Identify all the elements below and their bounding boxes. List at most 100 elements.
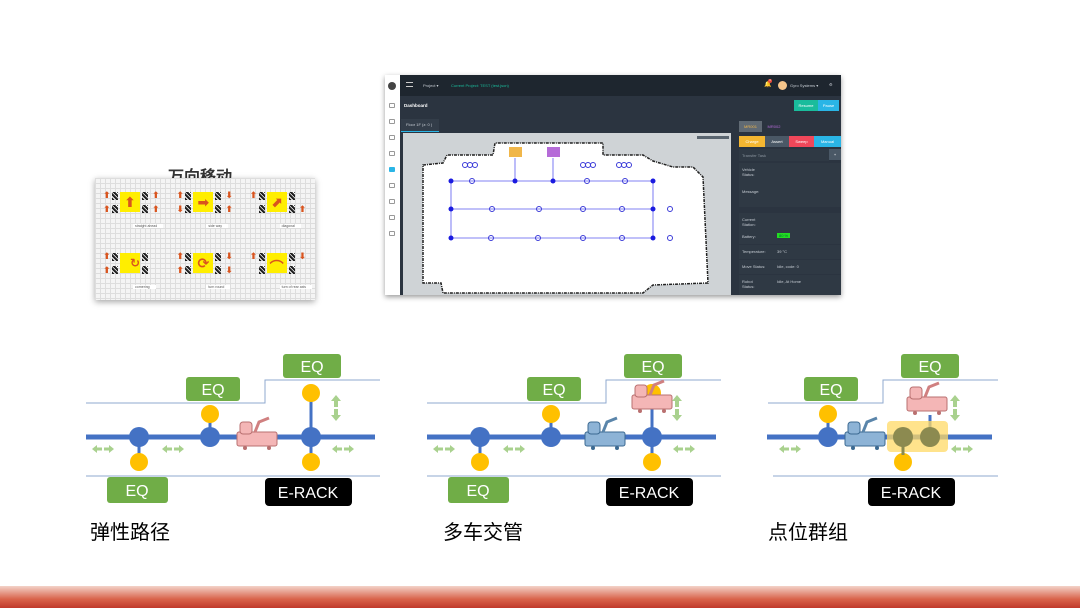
add-task-button[interactable]: +: [829, 149, 841, 160]
assert-button[interactable]: Assert: [765, 136, 789, 147]
path-node: [129, 427, 149, 447]
map-svg: [422, 136, 729, 294]
resume-button[interactable]: Resume: [794, 100, 818, 111]
eq-label: EQ: [542, 382, 565, 399]
bidirectional-arrow-icon: [779, 445, 801, 453]
arrow-right-icon: ➡: [193, 192, 214, 212]
caption-multi-vehicle-traffic: 多车交管: [443, 520, 523, 544]
mode-label: straight ahead: [133, 224, 164, 228]
notification-badge: 4: [768, 79, 772, 83]
mode-sideway: ➡⬆⬇⬇⬆side way: [176, 190, 233, 228]
caption-point-grouping: 点位群组: [768, 520, 848, 544]
field-vehicle-status: Vehicle Status:: [739, 163, 841, 185]
grouped-node: [920, 427, 940, 447]
gear-icon[interactable]: ⚙: [829, 82, 833, 87]
tab-floor[interactable]: Floor 1F (z: 0 ): [401, 119, 439, 132]
eq-label: EQ: [918, 359, 941, 376]
sweep-button[interactable]: Sweep: [789, 136, 814, 147]
grouped-node: [893, 427, 913, 447]
vehicle-mr001[interactable]: [509, 147, 522, 157]
mode-label: side way: [206, 224, 228, 228]
bidirectional-arrow-icon: [673, 445, 695, 453]
charge-button[interactable]: Charge: [739, 136, 765, 147]
sidebar-icon[interactable]: [389, 119, 395, 124]
field-temperature: Temperature:39 °C: [739, 245, 841, 259]
vehicle-icon[interactable]: [389, 167, 395, 172]
eq-label: EQ: [201, 382, 224, 399]
mode-label: turn of rear axis: [279, 285, 312, 289]
sidebar-icon[interactable]: [389, 103, 395, 108]
arc-icon: ⌒: [266, 253, 287, 275]
robot-icon: [843, 416, 887, 452]
eq-label: EQ: [300, 359, 323, 376]
erack-label: E-RACK: [278, 485, 339, 502]
sidebar: [385, 75, 400, 295]
path-node: [541, 427, 561, 447]
pause-button[interactable]: Pause: [818, 100, 839, 111]
gear-icon[interactable]: [389, 215, 395, 220]
tab-mr002[interactable]: MR002: [767, 124, 781, 129]
field-battery: Battery:80 %: [739, 230, 841, 244]
top-bar: Project ▾ Current Project: TEST (test.js…: [400, 75, 841, 96]
mode-diagonal: ⬈⬆⬆diagonal: [249, 190, 307, 228]
mode-label: turn round: [206, 285, 231, 289]
bidirectional-arrow-icon: [162, 445, 184, 453]
avatar[interactable]: [778, 81, 787, 90]
field-current-station: Current Station:: [739, 213, 841, 235]
map-view[interactable]: [403, 133, 731, 295]
sidebar-icon[interactable]: [389, 183, 395, 188]
logo-icon: [388, 82, 396, 90]
bidirectional-arrow-icon: [433, 445, 455, 453]
field-move-status: Move Status:Idle, code: 0: [739, 260, 841, 274]
vehicle-mr002[interactable]: [547, 147, 560, 157]
tab-mr001[interactable]: MR001: [739, 121, 762, 132]
caption-elastic-path: 弹性路径: [90, 520, 170, 544]
arrow-diagonal-icon: ⬈: [266, 192, 287, 212]
mode-label: diagonal: [279, 224, 301, 228]
bidirectional-arrow-icon: [951, 445, 973, 453]
eq-label: EQ: [641, 359, 664, 376]
eq-label: EQ: [819, 382, 842, 399]
battery-badge: 80 %: [777, 233, 791, 238]
path-node: [301, 427, 321, 447]
bidirectional-arrow-icon: [503, 445, 525, 453]
mode-rear-axis: ⌒⬆⬇turn of rear axis: [242, 239, 315, 300]
diagram-multi-vehicle-traffic: EQ EQ EQ E-RACK 多车交管: [427, 354, 721, 544]
eq-label: EQ: [466, 483, 489, 500]
sidebar-icon[interactable]: [389, 135, 395, 140]
diagram-elastic-path: EQ EQ EQ E-RACK 弹性路径: [86, 354, 380, 544]
vertical-arrow-icon: [950, 395, 960, 421]
menu-icon[interactable]: [406, 82, 413, 87]
bell-icon[interactable]: 🔔: [764, 82, 772, 88]
project-menu[interactable]: Project ▾: [423, 83, 439, 88]
dashboard-screenshot: Project ▾ Current Project: TEST (test.js…: [385, 75, 841, 295]
user-menu[interactable]: Gyro Systems ▾: [790, 83, 819, 88]
sidebar-icon[interactable]: [389, 231, 395, 236]
vertical-arrow-icon: [672, 395, 682, 421]
erack-label: E-RACK: [619, 485, 680, 502]
mode-cornering: ↻⬆⬆cornering: [95, 239, 168, 300]
mode-label: cornering: [133, 285, 156, 289]
rotate-icon: ↻: [120, 253, 140, 273]
footer-bar: [0, 586, 1080, 608]
robot-icon: [905, 381, 949, 417]
sidebar-icon[interactable]: [389, 199, 395, 204]
eq-label: EQ: [125, 483, 148, 500]
sidebar-icon[interactable]: [389, 151, 395, 156]
mode-straight: ⬆⬆⬆⬆⬆straight ahead: [95, 178, 168, 239]
transfer-task-input[interactable]: Transfer Task: [739, 149, 829, 161]
rotate-icon: ⟳: [193, 253, 214, 273]
path-node: [642, 427, 662, 447]
mode-turn-round: ⟳⬆⬇⬆⬇turn round: [176, 251, 233, 289]
erack-label: E-RACK: [881, 485, 942, 502]
path-node: [818, 427, 838, 447]
vehicle-panel: MR001 MR002 Charge Assert Sweep Manual T…: [737, 119, 841, 295]
manual-button[interactable]: Manual: [814, 136, 841, 147]
field-message: Message:: [739, 185, 841, 207]
diagram-point-grouping: EQ EQ E-RACK 点位群组: [767, 354, 998, 544]
bidirectional-arrow-icon: [92, 445, 114, 453]
vertical-arrow-icon: [331, 395, 341, 421]
arrow-up-icon: ⬆: [120, 192, 140, 212]
path-node: [470, 427, 490, 447]
